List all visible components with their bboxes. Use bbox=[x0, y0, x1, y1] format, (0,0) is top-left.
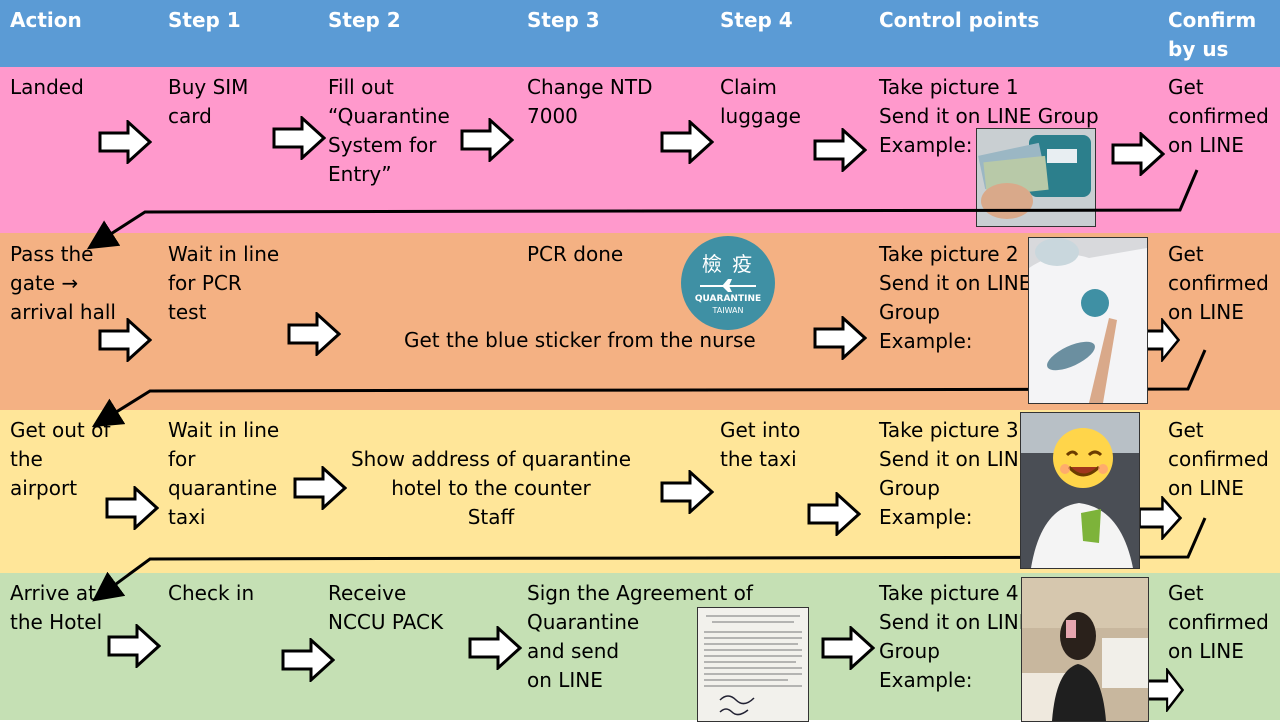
row3-step2-3: Show address of quarantine hotel to the … bbox=[350, 447, 632, 529]
right-arrow-icon bbox=[821, 626, 875, 670]
right-arrow-icon bbox=[272, 116, 326, 160]
row1-step4: Claim luggage bbox=[720, 75, 801, 128]
right-arrow-icon bbox=[281, 638, 335, 682]
row3-step4: Get into the taxi bbox=[720, 418, 801, 471]
right-arrow-icon bbox=[287, 312, 341, 356]
right-arrow-icon bbox=[1111, 132, 1165, 176]
row1-confirm: Get confirmed on LINE bbox=[1168, 75, 1269, 157]
row1-control: Take picture 1 Send it on LINE Group Exa… bbox=[879, 75, 1099, 157]
right-arrow-icon bbox=[813, 128, 867, 172]
right-arrow-icon bbox=[468, 626, 522, 670]
header-control-points: Control points bbox=[879, 8, 1040, 32]
right-arrow-icon bbox=[105, 486, 159, 530]
row3-action: Get out of the airport bbox=[10, 418, 111, 500]
row2-control: Take picture 2 Send it on LINE Group Exa… bbox=[879, 242, 1032, 353]
right-arrow-icon bbox=[98, 120, 152, 164]
row4-control: Take picture 4 Send it on LINE Group Exa… bbox=[879, 581, 1032, 692]
header-step4: Step 4 bbox=[720, 8, 793, 32]
row3-step1: Wait in line for quarantine taxi bbox=[168, 418, 280, 529]
sticker-taiwan-label: TAIWAN bbox=[712, 306, 744, 315]
row2-action: Pass the gate → arrival hall bbox=[10, 242, 116, 324]
row1-step3: Change NTD 7000 bbox=[527, 75, 653, 128]
right-arrow-icon bbox=[1146, 668, 1184, 712]
row3-control: Take picture 3 Send it on LINE Group Exa… bbox=[879, 418, 1032, 529]
right-arrow-icon bbox=[660, 470, 714, 514]
right-arrow-icon bbox=[1138, 496, 1182, 540]
airplane-icon bbox=[700, 279, 756, 292]
right-arrow-icon bbox=[807, 492, 861, 536]
example-photo-hotel-selfie bbox=[1021, 577, 1149, 722]
right-arrow-icon bbox=[813, 316, 867, 360]
row2-nurse-note: Get the blue sticker from the nurse bbox=[404, 328, 756, 352]
row4-step2: Receive NCCU PACK bbox=[328, 581, 444, 634]
row1-step1: Buy SIM card bbox=[168, 75, 249, 128]
header-step2: Step 2 bbox=[328, 8, 401, 32]
right-arrow-icon bbox=[460, 118, 514, 162]
example-photo-sticker-shirt bbox=[1028, 237, 1148, 404]
example-photo-taxi-selfie bbox=[1020, 412, 1140, 569]
right-arrow-icon bbox=[98, 318, 152, 362]
right-arrow-icon bbox=[660, 120, 714, 164]
sticker-chinese-text: 檢 疫 bbox=[701, 252, 755, 276]
row4-step1: Check in bbox=[168, 581, 255, 605]
header-band bbox=[0, 0, 1280, 67]
header-confirm: Confirm by us bbox=[1168, 8, 1257, 61]
row2-confirm: Get confirmed on LINE bbox=[1168, 242, 1269, 324]
header-action: Action bbox=[10, 8, 82, 32]
header-step3: Step 3 bbox=[527, 8, 600, 32]
row3-confirm: Get confirmed on LINE bbox=[1168, 418, 1269, 500]
sticker-quarantine-label: QUARANTINE bbox=[694, 294, 762, 304]
row4-action: Arrive at the Hotel bbox=[10, 581, 103, 634]
quarantine-sticker: 檢 疫 QUARANTINE TAIWAN bbox=[681, 236, 775, 330]
row4-step3: Sign the Agreement of Quarantine and sen… bbox=[527, 581, 753, 692]
row1-action: Landed bbox=[10, 75, 84, 99]
row2-step3: PCR done bbox=[527, 242, 624, 266]
row4-confirm: Get confirmed on LINE bbox=[1168, 581, 1269, 663]
row1-step2: Fill out “Quarantine System for Entry” bbox=[328, 75, 450, 186]
row2-step1: Wait in line for PCR test bbox=[168, 242, 280, 324]
right-arrow-icon bbox=[293, 466, 347, 510]
example-photo-agreement-document bbox=[697, 607, 809, 722]
header-step1: Step 1 bbox=[168, 8, 241, 32]
right-arrow-icon bbox=[107, 624, 161, 668]
